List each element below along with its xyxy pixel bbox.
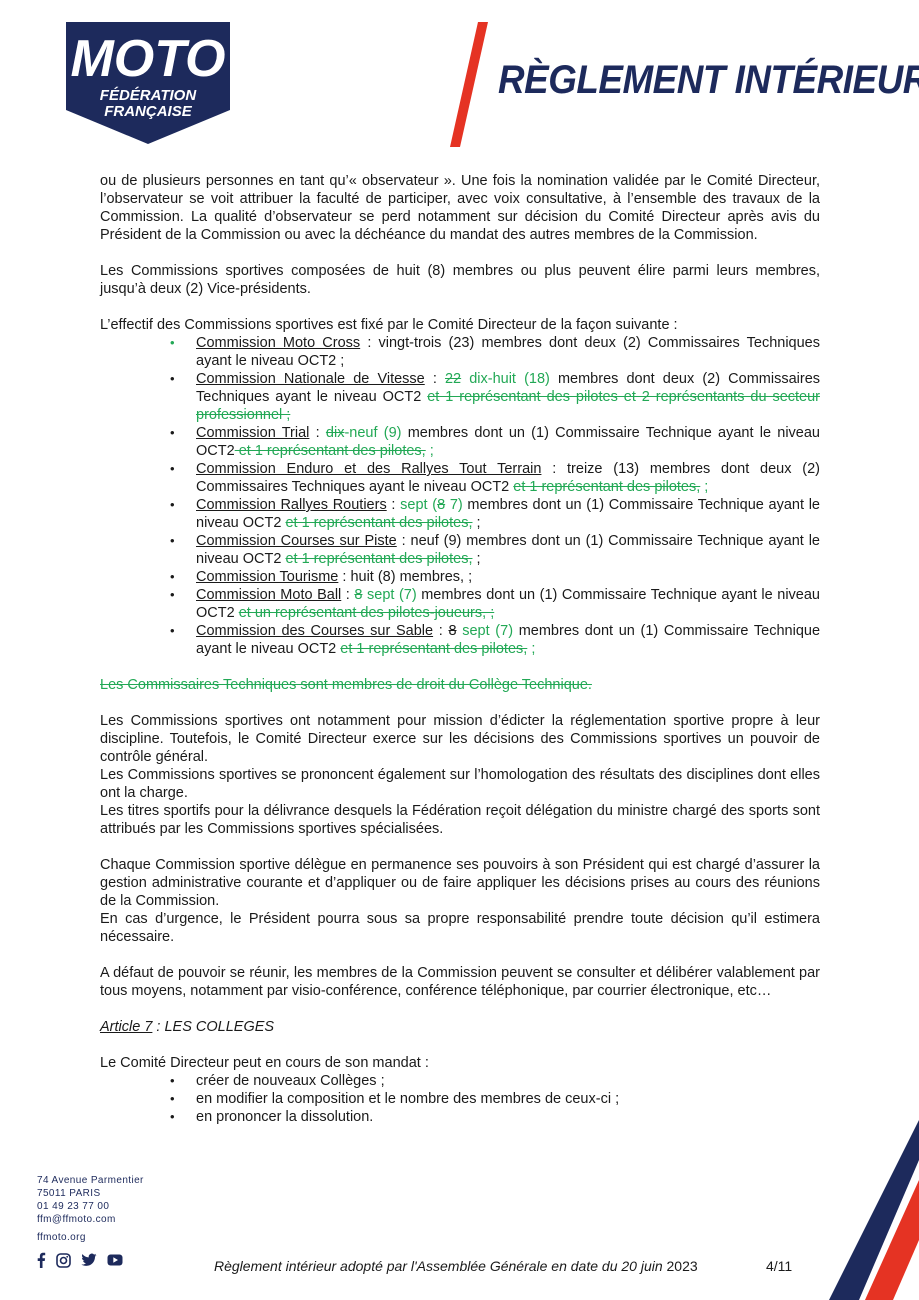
bullet: • (170, 1091, 175, 1106)
paragraph-titres-sportifs: Les titres sportifs pour la délivrance d… (100, 803, 820, 837)
list-item-tourisme: •Commission Tourisme : huit (8) membres,… (170, 569, 473, 585)
website-link[interactable]: ffmoto.org (37, 1232, 86, 1243)
corner-stripes-decoration (829, 1120, 919, 1300)
list-item-moto-ball: •Commission Moto Ball : 8 sept (7) membr… (170, 587, 820, 621)
list-item: •créer de nouveaux Collèges ; (170, 1073, 385, 1089)
bullet: • (170, 587, 175, 602)
social-icons (36, 1252, 123, 1268)
paragraph-homologation: Les Commissions sportives se prononcent … (100, 767, 820, 801)
paragraph-effectif: L’effectif des Commissions sportives est… (100, 317, 678, 333)
list-item-rallyes-routiers: •Commission Rallyes Routiers : sept (8 7… (170, 497, 820, 531)
logo-word: MOTO (70, 30, 225, 88)
article-7-intro: Le Comité Directeur peut en cours de son… (100, 1055, 429, 1071)
list-item-courses-piste: •Commission Courses sur Piste : neuf (9)… (170, 533, 820, 567)
instagram-icon[interactable] (56, 1252, 71, 1268)
bullet: • (170, 461, 175, 476)
bullet: • (170, 497, 175, 512)
red-slash-decoration (450, 22, 488, 147)
list-item-vitesse: •Commission Nationale de Vitesse : 22 di… (170, 371, 821, 423)
list-item-enduro: •Commission Enduro et des Rallyes Tout T… (170, 461, 820, 495)
bullet: • (170, 425, 175, 440)
ffm-logo: MOTO FÉDÉRATION FRANÇAISE (58, 18, 238, 148)
email-link[interactable]: ffm@ffmoto.com (37, 1214, 116, 1225)
twitter-icon[interactable] (81, 1253, 97, 1267)
struck-paragraph-college-technique: Les Commissaires Techniques sont membres… (100, 677, 592, 693)
colleges-list: •créer de nouveaux Collèges ; •en modifi… (100, 1072, 820, 1126)
bullet: • (170, 569, 175, 584)
logo-line-1: FÉDÉRATION (100, 87, 198, 104)
list-item-courses-sable: •Commission des Courses sur Sable : 8 se… (170, 623, 821, 657)
paragraph-deliberation: A défaut de pouvoir se réunir, les membr… (100, 965, 820, 999)
page-content: ou de plusieurs personnes en tant qu’« o… (100, 172, 820, 1126)
document-title: RÈGLEMENT INTÉRIEUR (498, 58, 919, 102)
bullet: • (170, 371, 175, 386)
facebook-icon[interactable] (36, 1252, 46, 1268)
list-item: •en modifier la composition et le nombre… (170, 1091, 620, 1107)
bullet: • (170, 1073, 175, 1088)
bullet: • (170, 1109, 175, 1124)
page-number: 4/11 (766, 1258, 793, 1274)
list-item: •en prononcer la dissolution. (170, 1109, 374, 1125)
commission-list: •Commission Moto Cross : vingt-trois (23… (100, 334, 820, 658)
paragraph-mission: Les Commissions sportives ont notamment … (100, 713, 820, 765)
footer-adoption-text: Règlement intérieur adopté par l'Assembl… (214, 1258, 698, 1274)
bullet: • (170, 533, 175, 548)
paragraph-vice-presidents: Les Commissions sportives composées de h… (100, 263, 820, 297)
bullet: • (170, 623, 175, 638)
footer-address: 74 Avenue Parmentier 75011 PARIS 01 49 2… (37, 1175, 144, 1225)
paragraph-delegation: Chaque Commission sportive délègue en pe… (100, 857, 820, 909)
youtube-icon[interactable] (107, 1254, 123, 1266)
logo-line-2: FRANÇAISE (104, 103, 192, 120)
list-item-trial: •Commission Trial : dix-neuf (9) membres… (170, 425, 820, 459)
list-item-moto-cross: •Commission Moto Cross : vingt-trois (23… (170, 335, 820, 369)
bullet: • (170, 335, 175, 350)
paragraph-urgence: En cas d’urgence, le Président pourra so… (100, 911, 820, 945)
ffm-logo-shape: MOTO FÉDÉRATION FRANÇAISE (66, 22, 230, 144)
paragraph-observer: ou de plusieurs personnes en tant qu’« o… (100, 173, 820, 243)
article-7-heading: Article 7 : LES COLLEGES (100, 1019, 275, 1035)
